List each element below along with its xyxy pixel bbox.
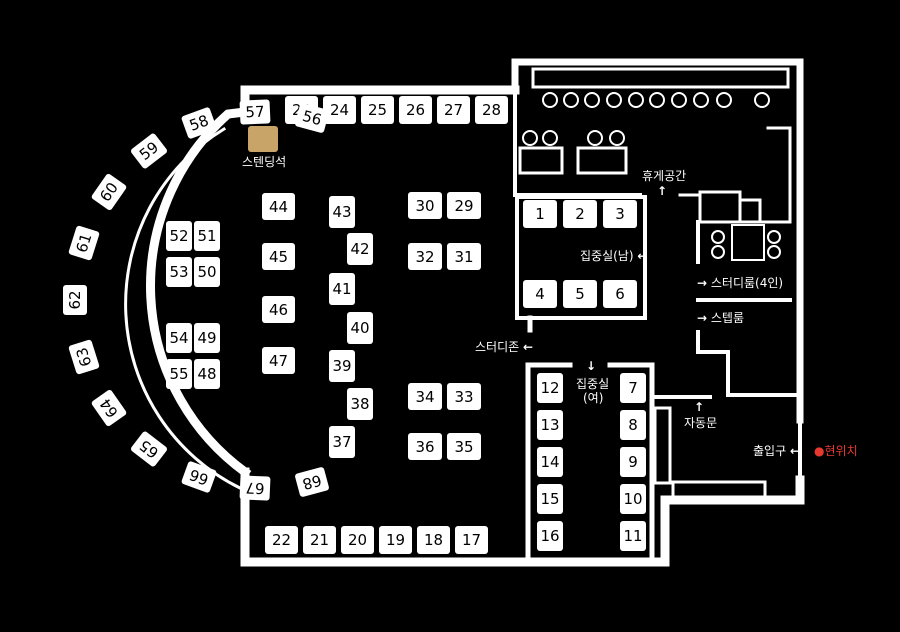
seat-29[interactable]: 29 bbox=[447, 192, 481, 219]
focus-women-label-1: 집중실 bbox=[576, 377, 610, 391]
seat-57[interactable]: 57 bbox=[239, 99, 271, 125]
seat-31[interactable]: 31 bbox=[447, 243, 481, 270]
seat-20[interactable]: 20 bbox=[341, 526, 374, 554]
seat-8[interactable]: 8 bbox=[620, 410, 646, 440]
seat-16[interactable]: 16 bbox=[537, 521, 563, 551]
arrow-right-icon: → bbox=[697, 311, 708, 325]
seat-62[interactable]: 62 bbox=[63, 285, 87, 315]
seat-67[interactable]: 67 bbox=[239, 475, 271, 501]
seat-44[interactable]: 44 bbox=[262, 193, 295, 220]
seat-12[interactable]: 12 bbox=[537, 373, 563, 403]
lounge-arrow-up-icon: ↑ bbox=[657, 184, 668, 198]
auto-door-label: 자동문 bbox=[684, 416, 718, 430]
focus-women-label-2: (여) bbox=[583, 391, 604, 405]
seat-33[interactable]: 33 bbox=[447, 383, 481, 410]
seat-27[interactable]: 27 bbox=[437, 96, 470, 124]
seat-3[interactable]: 3 bbox=[603, 200, 637, 228]
seat-48[interactable]: 48 bbox=[194, 359, 220, 389]
auto-door-arrow-up-icon: ↑ bbox=[694, 400, 705, 414]
seat-35[interactable]: 35 bbox=[447, 433, 481, 460]
seat-19[interactable]: 19 bbox=[379, 526, 412, 554]
seat-10[interactable]: 10 bbox=[620, 484, 646, 514]
study-room-label: → 스터디룸(4인) bbox=[697, 276, 784, 290]
seat-30[interactable]: 30 bbox=[408, 192, 442, 219]
seat-40[interactable]: 40 bbox=[347, 312, 373, 344]
seat-36[interactable]: 36 bbox=[408, 433, 442, 460]
location-dot-icon: ● bbox=[814, 444, 825, 458]
study-zone-label: 스터디존 ← bbox=[475, 340, 534, 354]
seat-7[interactable]: 7 bbox=[620, 373, 646, 403]
seat-49[interactable]: 49 bbox=[194, 323, 220, 353]
seat-5[interactable]: 5 bbox=[563, 280, 597, 308]
lounge-circles bbox=[522, 92, 781, 259]
seat-50[interactable]: 50 bbox=[194, 257, 220, 287]
seat-13[interactable]: 13 bbox=[537, 410, 563, 440]
walls bbox=[124, 58, 805, 567]
arrow-left-icon: ← bbox=[789, 444, 801, 458]
step-room-label: → 스텝룸 bbox=[697, 311, 745, 325]
seat-6[interactable]: 6 bbox=[603, 280, 637, 308]
seat-51[interactable]: 51 bbox=[194, 221, 220, 251]
standing-seat[interactable] bbox=[248, 126, 278, 152]
seat-43[interactable]: 43 bbox=[329, 196, 355, 228]
arrow-left-icon: ← bbox=[523, 340, 534, 354]
seat-11[interactable]: 11 bbox=[620, 521, 646, 551]
seat-52[interactable]: 52 bbox=[166, 221, 192, 251]
seat-21[interactable]: 21 bbox=[303, 526, 336, 554]
seat-46[interactable]: 46 bbox=[262, 296, 295, 323]
seat-15[interactable]: 15 bbox=[537, 484, 563, 514]
seat-32[interactable]: 32 bbox=[408, 243, 442, 270]
seat-4[interactable]: 4 bbox=[523, 280, 557, 308]
seat-45[interactable]: 45 bbox=[262, 243, 295, 270]
seat-9[interactable]: 9 bbox=[620, 447, 646, 477]
focus-men-label: 집중실(남) ← bbox=[580, 249, 648, 263]
seat-42[interactable]: 42 bbox=[347, 233, 373, 265]
current-location-label: ●현위치 bbox=[814, 444, 858, 458]
seat-14[interactable]: 14 bbox=[537, 447, 563, 477]
seat-47[interactable]: 47 bbox=[262, 347, 295, 374]
seat-54[interactable]: 54 bbox=[166, 323, 192, 353]
seat-53[interactable]: 53 bbox=[166, 257, 192, 287]
exit-label: 출입구 ← bbox=[753, 444, 801, 458]
seat-34[interactable]: 34 bbox=[408, 383, 442, 410]
arrow-right-icon: → bbox=[697, 276, 708, 290]
seat-18[interactable]: 18 bbox=[417, 526, 450, 554]
seat-41[interactable]: 41 bbox=[329, 273, 355, 305]
seat-26[interactable]: 26 bbox=[399, 96, 432, 124]
seat-37[interactable]: 37 bbox=[329, 426, 355, 458]
standing-label: 스텐딩석 bbox=[242, 155, 287, 169]
seat-2[interactable]: 2 bbox=[563, 200, 597, 228]
seat-25[interactable]: 25 bbox=[361, 96, 394, 124]
focus-women-arrow-down-icon: ↓ bbox=[586, 359, 597, 373]
seat-28[interactable]: 28 bbox=[475, 96, 508, 124]
seat-22[interactable]: 22 bbox=[265, 526, 298, 554]
seat-38[interactable]: 38 bbox=[347, 388, 373, 420]
arrow-left-icon: ← bbox=[637, 249, 648, 263]
lounge-label: 휴게공간 bbox=[642, 169, 687, 183]
seat-17[interactable]: 17 bbox=[455, 526, 488, 554]
seat-55[interactable]: 55 bbox=[166, 359, 192, 389]
seat-1[interactable]: 1 bbox=[523, 200, 557, 228]
seat-39[interactable]: 39 bbox=[329, 350, 355, 382]
